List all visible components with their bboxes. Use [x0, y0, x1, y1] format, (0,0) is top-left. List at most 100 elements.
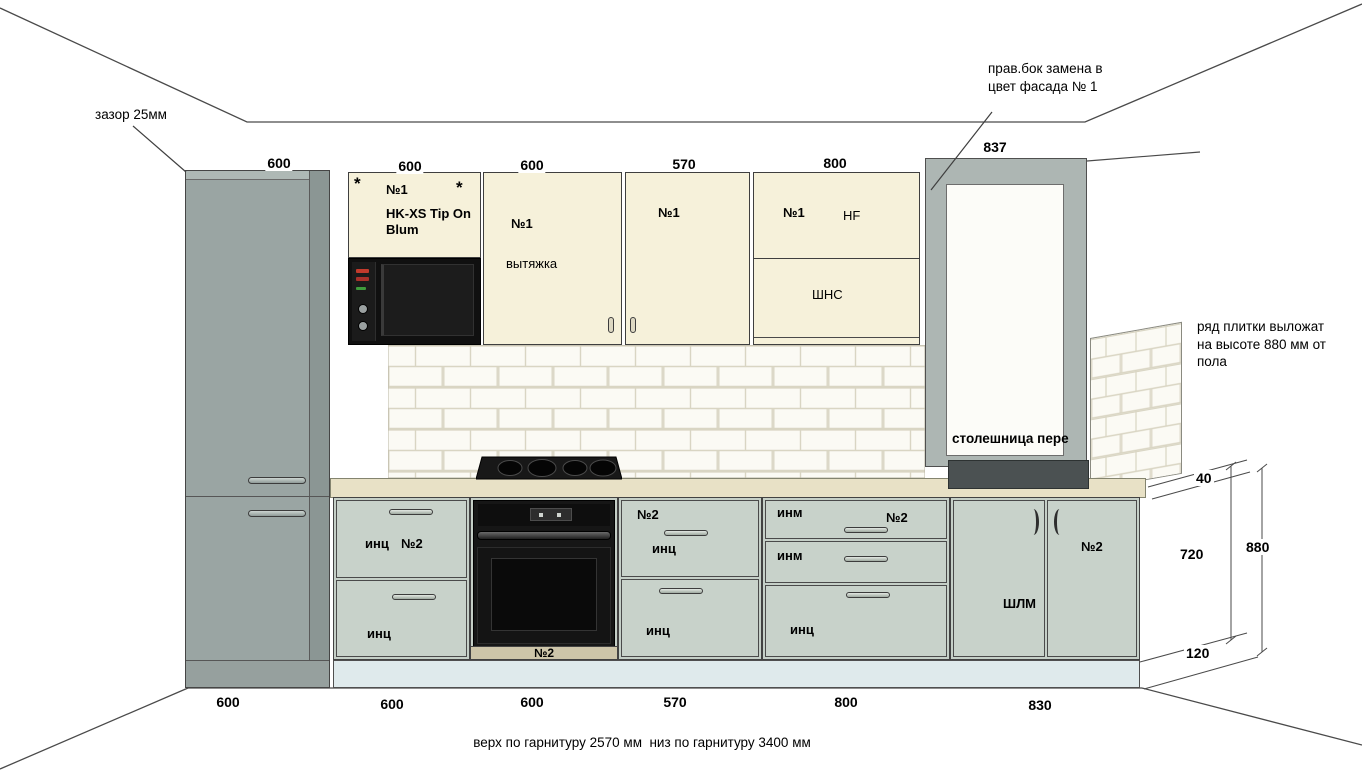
upper-cabinet-2 — [483, 172, 622, 345]
lower-cabinet-3-row1-label: инц — [652, 541, 676, 556]
oven-display — [530, 508, 572, 521]
lower-cabinet-5-right-label: №2 — [1081, 539, 1103, 554]
drawer-handle — [389, 509, 433, 515]
door-handle-arc — [1054, 509, 1065, 535]
plinth — [333, 660, 1140, 688]
cabinet-door-left — [953, 500, 1045, 657]
drawer-handle — [664, 530, 708, 536]
dim-top-cab3: 570 — [670, 156, 698, 172]
tall-cabinet-door-split — [186, 496, 329, 497]
lower-cabinet-3-row2-label: инц — [646, 623, 670, 638]
upper-cabinet-4 — [753, 172, 920, 345]
lower-cabinet-3-number: №2 — [637, 507, 659, 522]
lower-cabinet-1-row2-label: инц — [367, 626, 391, 641]
lower-cabinet-1-row1-number: №2 — [401, 536, 423, 551]
lower-cabinet-4-row3-label: инц — [790, 622, 814, 637]
upper-cabinet-4-code: HF — [843, 208, 861, 223]
countertop-dark-section — [948, 460, 1089, 489]
oven-handle — [477, 531, 611, 540]
microwave-knob — [358, 304, 368, 314]
countertop-annotation: столешница пере — [952, 431, 1069, 446]
drawer-front — [336, 500, 467, 578]
drawer-front — [765, 500, 947, 539]
drawer-front — [621, 500, 759, 577]
microwave-door — [381, 264, 474, 336]
lower-cabinet-1 — [333, 497, 470, 660]
lower-cabinet-4 — [762, 497, 950, 660]
dim-bottom-cab4: 800 — [832, 694, 860, 710]
gap-annotation: зазор 25мм — [95, 107, 167, 122]
overall-dimensions-note: верх по гарнитуру 2570 мм низ по гарниту… — [473, 735, 811, 750]
upper-cabinet-1-number: №1 — [386, 182, 408, 197]
dim-bottom-cab3: 570 — [661, 694, 689, 710]
oven-display-dot — [557, 513, 561, 517]
microwave-display-segment — [356, 277, 369, 281]
tall-cabinet — [185, 170, 330, 688]
microwave-knob — [358, 321, 368, 331]
tall-cabinet-side-panel — [309, 171, 329, 687]
cabinet-door-right — [1047, 500, 1137, 657]
backsplash-tiles — [387, 344, 926, 479]
drawer-front — [765, 541, 947, 583]
upper-cabinet-3 — [625, 172, 750, 345]
facade-star-left: * — [354, 174, 361, 193]
microwave-control-panel — [352, 262, 376, 341]
drawer-handle — [392, 594, 436, 600]
side-tile-panel — [1090, 321, 1182, 490]
upper-cabinet-1-description: HK-XS Tip On Blum — [386, 206, 471, 238]
oven-door — [477, 547, 611, 644]
upper-cabinet-4-lower-label: ШНС — [812, 287, 843, 302]
drawer-front — [336, 580, 467, 657]
lower-cabinet-5 — [950, 497, 1140, 660]
facade-star-right: * — [456, 178, 463, 197]
drawer-handle — [844, 527, 888, 533]
oven-control-strip — [478, 504, 610, 526]
lower-cabinet-1-row1-label: инц — [365, 536, 389, 551]
drawer-front — [621, 579, 759, 657]
dim-top-cab2: 600 — [518, 157, 546, 173]
drawer-handle — [846, 592, 890, 598]
dim-right-880: 880 — [1244, 539, 1272, 555]
dim-top-window: 837 — [981, 139, 1009, 155]
dim-right-120: 120 — [1184, 645, 1212, 661]
lower-cabinet-5-left-label: ШЛМ — [1003, 596, 1037, 611]
oven-housing-cabinet: №2 — [470, 497, 618, 660]
dim-bottom-cab5: 830 — [1026, 697, 1054, 713]
dim-bottom-cab2: 600 — [518, 694, 546, 710]
dim-bottom-tall: 600 — [214, 694, 242, 710]
window-glass — [946, 184, 1064, 456]
tile-height-annotation: ряд плитки выложат на высоте 880 мм от п… — [1197, 319, 1326, 370]
oven-door-glass — [491, 558, 597, 631]
upper-cabinet-4-top-section — [754, 173, 919, 259]
upper-cabinet-2-number: №1 — [511, 216, 533, 231]
tall-cabinet-base — [186, 660, 329, 687]
lower-cabinet-3 — [618, 497, 762, 660]
tall-cabinet-top-edge — [186, 171, 329, 180]
dim-right-40: 40 — [1194, 470, 1214, 486]
lower-cabinet-4-row2-label: инм — [777, 548, 803, 563]
microwave-display-segment — [356, 269, 369, 273]
dim-top-cab4: 800 — [821, 155, 849, 171]
lower-cabinet-4-row1-number: №2 — [886, 510, 908, 525]
upper-cabinet-2-handle — [608, 317, 614, 333]
drawer-front — [765, 585, 947, 657]
dim-right-720: 720 — [1178, 546, 1206, 562]
door-handle-arc — [1028, 509, 1039, 535]
upper-cabinet-3-handle — [630, 317, 636, 333]
upper-cabinet-1 — [348, 172, 481, 258]
upper-cabinet-4-bottom-line — [754, 337, 919, 338]
oven-bottom-panel: №2 — [471, 646, 617, 660]
upper-cabinet-4-number: №1 — [783, 205, 805, 220]
built-in-microwave — [348, 258, 481, 345]
right-side-annotation: прав.бок замена в цвет фасада № 1 — [988, 61, 1103, 94]
window-frame — [925, 158, 1087, 467]
built-in-oven — [473, 500, 615, 648]
upper-cabinet-3-number: №1 — [658, 205, 680, 220]
drawer-handle — [659, 588, 703, 594]
oven-display-dot — [539, 513, 543, 517]
lower-cabinet-4-row1-label: инм — [777, 505, 803, 520]
tall-cabinet-handle-lower — [248, 510, 306, 517]
cooktop — [476, 456, 622, 480]
dim-top-cab1: 600 — [396, 158, 424, 174]
